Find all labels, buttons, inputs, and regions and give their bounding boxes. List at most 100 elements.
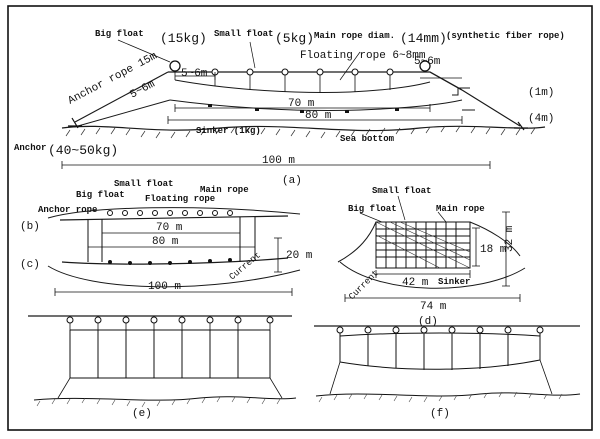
dim-20-bc xyxy=(274,237,282,273)
sea-bottom-line xyxy=(61,125,546,132)
d-sinker: Sinker xyxy=(438,277,470,287)
small-float xyxy=(137,210,143,216)
anchor-lines-e xyxy=(57,377,283,399)
float-droplines xyxy=(214,75,391,93)
d-depth-32: 32 m xyxy=(504,225,516,252)
small-float xyxy=(316,68,324,76)
bc-floating-rope: Floating rope xyxy=(145,194,215,204)
d-depth-18: 18 m xyxy=(480,244,507,256)
floating-rope xyxy=(174,79,431,93)
anchor-rope-right xyxy=(461,89,521,127)
sinker-dot xyxy=(168,261,172,265)
small-float xyxy=(197,210,203,216)
seabed-hatch-f xyxy=(318,391,563,403)
anchor-rope-label: Anchor rope 15m xyxy=(66,50,159,107)
big-float-left xyxy=(169,60,181,72)
seg-5-6-top: 5~6m xyxy=(181,68,208,80)
len-70-label: 70 m xyxy=(288,98,315,110)
anchor-label: Anchor xyxy=(14,143,46,153)
d-len-42: 42 m xyxy=(402,277,429,289)
main-rope-diam-label: Main rope diam. xyxy=(314,31,395,41)
sinker-mark xyxy=(208,104,212,107)
panel-a: Big float (15kg) Small float (5kg) Main … xyxy=(14,29,565,187)
sinker-mark xyxy=(345,110,349,113)
bc-big-float: Big float xyxy=(76,190,125,200)
small-float xyxy=(246,68,254,76)
sea-bottom-hatch xyxy=(65,125,536,139)
net-bottom-line xyxy=(169,99,463,111)
sinker-dot xyxy=(208,259,212,263)
len-100-label: 100 m xyxy=(262,155,295,167)
panel-e: (e) xyxy=(28,315,297,420)
bc-len-80: 80 m xyxy=(152,236,179,248)
floats-bc xyxy=(107,210,233,216)
net-diagonals-d xyxy=(375,221,471,269)
float xyxy=(178,316,186,324)
small-float xyxy=(122,210,128,216)
main-rope-bc xyxy=(59,215,289,221)
dim-80m xyxy=(167,116,463,124)
main-rope-material: (synthetic fiber rope) xyxy=(446,31,565,41)
small-float xyxy=(227,210,233,216)
small-float-weight: (5kg) xyxy=(275,31,314,46)
net-f xyxy=(339,330,541,370)
dim-18-d xyxy=(472,227,480,267)
float xyxy=(122,316,130,324)
dim-74-d xyxy=(344,294,521,302)
right-stepped-rope xyxy=(452,87,475,111)
anchor-right-icon xyxy=(514,121,528,131)
big-float-right xyxy=(419,60,431,72)
anchor-rope-bc-bottom xyxy=(47,265,301,288)
d-len-74: 74 m xyxy=(420,301,447,313)
float xyxy=(150,316,158,324)
sinker-mark xyxy=(300,110,304,113)
d-big-float: Big float xyxy=(348,204,397,214)
bc-label-b: (b) xyxy=(20,221,40,233)
right-label-top: (1m) xyxy=(528,87,554,99)
bc-len-70: 70 m xyxy=(156,222,183,234)
floating-rope-label: Floating rope 6~8mm xyxy=(300,50,426,62)
big-float-label: Big float xyxy=(95,29,144,39)
len-80-label: 80 m xyxy=(305,110,332,122)
small-float xyxy=(386,68,394,76)
bc-small-float: Small float xyxy=(114,179,173,189)
dim-5-6-top xyxy=(174,72,216,80)
bc-label-c: (c) xyxy=(20,259,40,271)
sinkers xyxy=(208,104,399,113)
panel-d-caption: (d) xyxy=(418,316,438,328)
d-small-float: Small float xyxy=(372,186,431,196)
d-main-rope: Main rope xyxy=(436,204,485,214)
float xyxy=(536,326,544,334)
big-float-weight: (15kg) xyxy=(160,31,207,46)
seabed-hatch-e xyxy=(36,396,281,408)
float xyxy=(364,326,372,334)
anchor-rope-left xyxy=(74,71,169,123)
anchor-rope-left-lower xyxy=(77,99,171,127)
sinker-mark xyxy=(255,108,259,111)
float xyxy=(504,326,512,334)
small-float-label: Small float xyxy=(214,29,273,39)
small-float xyxy=(212,210,218,216)
float xyxy=(234,316,242,324)
dim-100m xyxy=(61,161,491,169)
small-float xyxy=(281,68,289,76)
figure-frame xyxy=(7,5,593,431)
floats-f xyxy=(336,326,544,334)
float xyxy=(206,316,214,324)
bc-current: Current xyxy=(228,250,263,282)
dim-42-d xyxy=(375,270,471,278)
sinker-mark xyxy=(395,108,399,111)
sinker-dot xyxy=(128,261,132,265)
float xyxy=(420,326,428,334)
sinker-dot xyxy=(108,260,112,264)
right-label-bottom: (4m) xyxy=(528,113,554,125)
main-rope-size: (14mm) xyxy=(400,31,447,46)
anchor-lines-f xyxy=(329,359,553,395)
float xyxy=(266,316,274,324)
float xyxy=(392,326,400,334)
small-float xyxy=(351,68,359,76)
bc-anchor-rope: Anchor rope xyxy=(38,205,97,215)
main-rope xyxy=(168,71,463,91)
d-current: Current xyxy=(347,268,381,302)
panel-f-caption: (f) xyxy=(430,408,450,420)
